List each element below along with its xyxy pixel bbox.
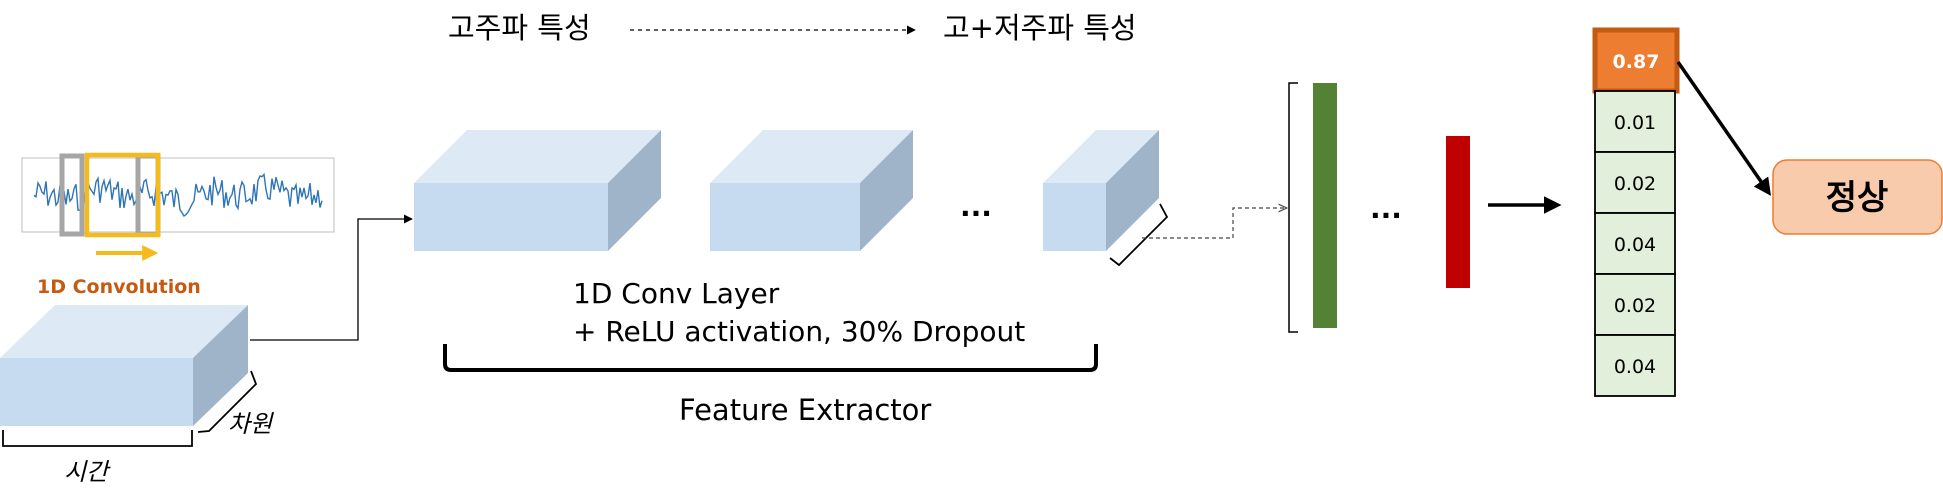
gray-window-left	[59, 153, 85, 237]
probability-value-2: 0.01	[1614, 112, 1656, 134]
conv-block-1	[414, 130, 661, 251]
probability-value-3: 0.02	[1614, 173, 1656, 195]
conv-block-3-front	[1043, 183, 1106, 251]
time-label: 시간	[64, 458, 111, 486]
dense-ellipsis: ...	[1370, 192, 1402, 225]
feature-extractor-brace	[443, 344, 1098, 372]
feature-extractor-title: Feature Extractor	[679, 393, 931, 427]
conv-block-2	[710, 130, 913, 251]
conv-window	[84, 152, 161, 238]
input-block-front	[0, 358, 193, 426]
conv-block-3	[1043, 130, 1159, 251]
conv-block-2-top	[710, 130, 913, 183]
input-block	[0, 305, 248, 426]
time-brace	[2, 430, 193, 447]
conv-block-1-side	[608, 130, 661, 251]
combined-frequency-label: 고+저주파 특성	[943, 11, 1137, 45]
dense-bracket	[1288, 82, 1298, 333]
conv-block-1-front	[414, 183, 608, 251]
flatten-dashed-arrow	[1142, 208, 1287, 239]
result-arrow	[1676, 61, 1771, 196]
probability-cell-3	[1594, 151, 1676, 214]
result-box	[1772, 159, 1943, 235]
probability-value-4: 0.04	[1614, 234, 1656, 256]
dense-layer-red	[1446, 136, 1470, 288]
conv-block-2-front	[710, 183, 860, 251]
probability-cell-6	[1594, 334, 1676, 397]
result-label: 정상	[1826, 178, 1889, 218]
high-frequency-label: 고주파 특성	[448, 11, 591, 45]
conv-block-3-brace	[1109, 203, 1169, 267]
probability-cell-2	[1594, 90, 1676, 153]
input-connector-arrow	[250, 214, 413, 341]
conv-layer-label: 1D Conv Layer	[573, 277, 780, 310]
conv-block-3-side	[1106, 130, 1159, 251]
conv-block-2-side	[860, 130, 913, 251]
probability-cell-4	[1594, 212, 1676, 275]
conv-block-1-top	[414, 130, 661, 183]
input-block-top	[0, 305, 248, 358]
signal-panel	[21, 152, 335, 238]
activation-dropout-label: + ReLU activation, 30% Dropout	[573, 315, 1025, 348]
probability-value-5: 0.02	[1614, 295, 1656, 317]
conv-block-3-top	[1043, 130, 1159, 183]
conv-ellipsis: ...	[960, 190, 992, 223]
conv-label: 1D Convolution	[37, 276, 201, 298]
input-block-side	[193, 305, 248, 426]
probability-value-1: 0.87	[1613, 51, 1660, 73]
probability-column: 0.87 0.01 0.02 0.04 0.02 0.04	[1592, 27, 1680, 397]
dimension-label: 차원	[228, 410, 274, 438]
dense-layer-green	[1313, 83, 1337, 328]
dimension-brace	[197, 370, 258, 433]
probability-value-6: 0.04	[1614, 356, 1656, 378]
